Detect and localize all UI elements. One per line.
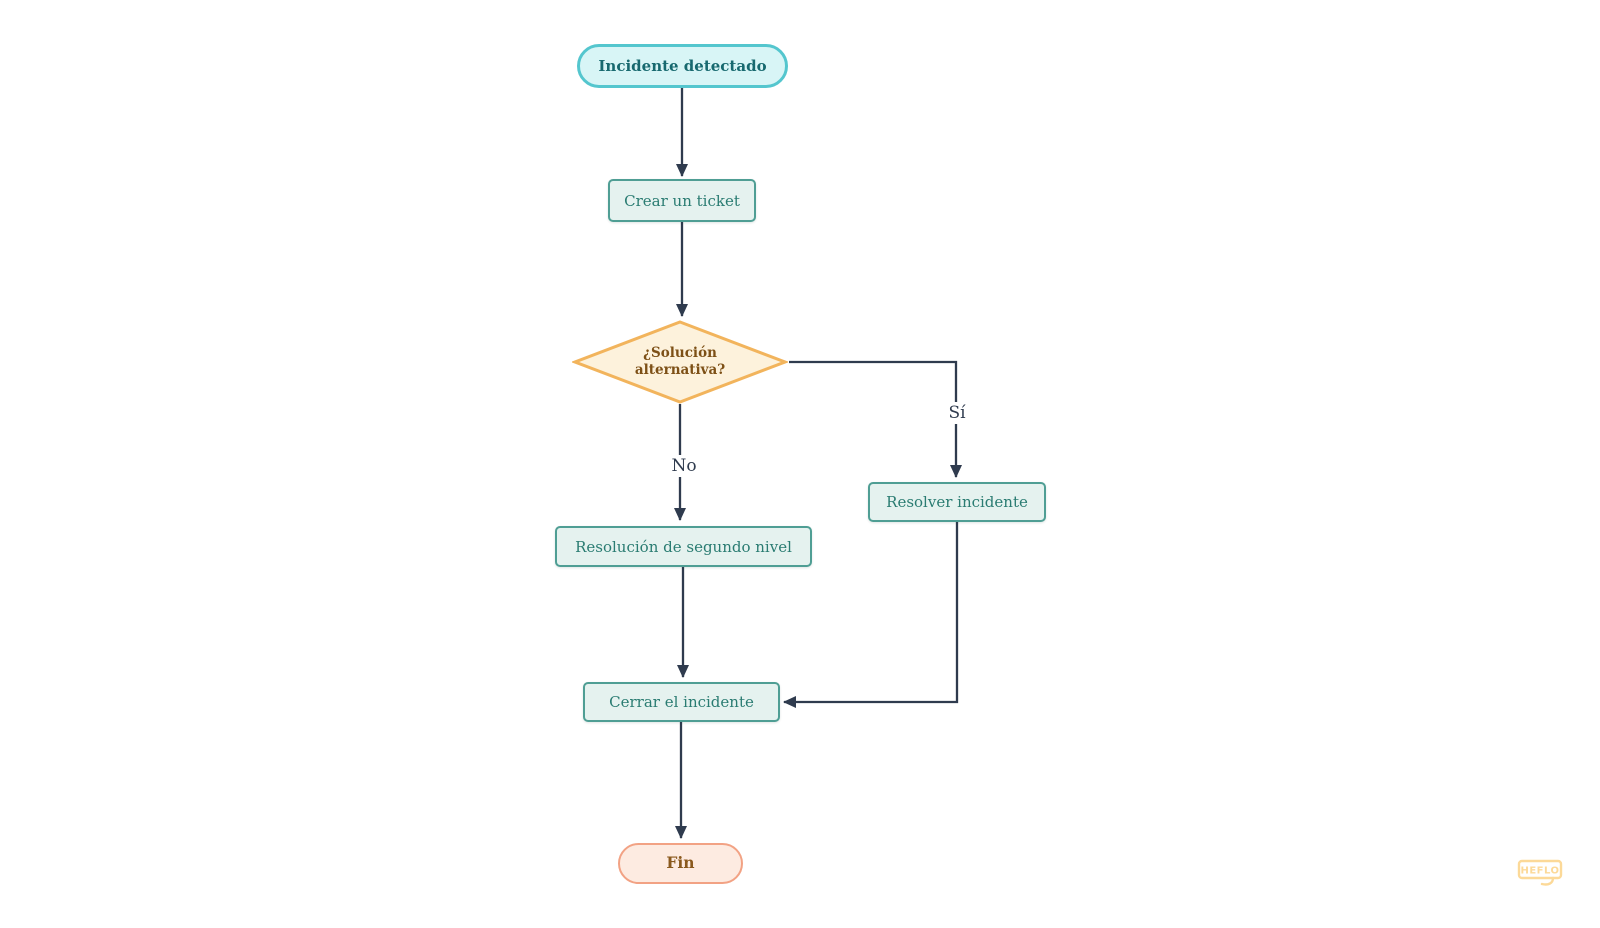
node-process-resolver-incidente: Resolver incidente — [868, 482, 1046, 522]
node-process-cerrar-el-incidente: Cerrar el incidente — [583, 682, 780, 722]
node-end-label: Fin — [666, 853, 695, 873]
node-start-label: Incidente detectado — [598, 57, 767, 75]
heflo-logo-frame — [1517, 859, 1563, 880]
edge-label-no: No — [667, 455, 701, 477]
node-resolve-incident-label: Resolver incidente — [886, 493, 1028, 511]
node-start-incidente-detectado: Incidente detectado — [577, 44, 788, 88]
node-end-fin: Fin — [618, 843, 743, 884]
edge-label-yes: Sí — [944, 402, 970, 424]
edge-resolve-to-close — [783, 522, 959, 708]
heflo-logo-tail-icon — [1540, 876, 1555, 886]
heflo-logo-text: HEFLO — [1520, 866, 1559, 877]
node-process-crear-un-ticket: Crear un ticket — [608, 179, 756, 222]
node-close-incident-label: Cerrar el incidente — [609, 693, 754, 711]
node-process-resolucion-segundo-nivel: Resolución de segundo nivel — [555, 526, 812, 567]
edge-decision-to-resolve-yes — [789, 360, 962, 478]
node-second-level-label: Resolución de segundo nivel — [575, 537, 792, 556]
heflo-logo: HEFLO — [1517, 859, 1563, 886]
node-decision-label: ¿Solución alternativa? — [634, 345, 726, 378]
node-create-ticket-label: Crear un ticket — [624, 191, 740, 210]
node-decision-solucion-alternativa: ¿Solución alternativa? — [572, 320, 788, 404]
decision-diamond-shape — [572, 320, 788, 404]
node-decision-label-wrap: ¿Solución alternativa? — [572, 320, 788, 404]
